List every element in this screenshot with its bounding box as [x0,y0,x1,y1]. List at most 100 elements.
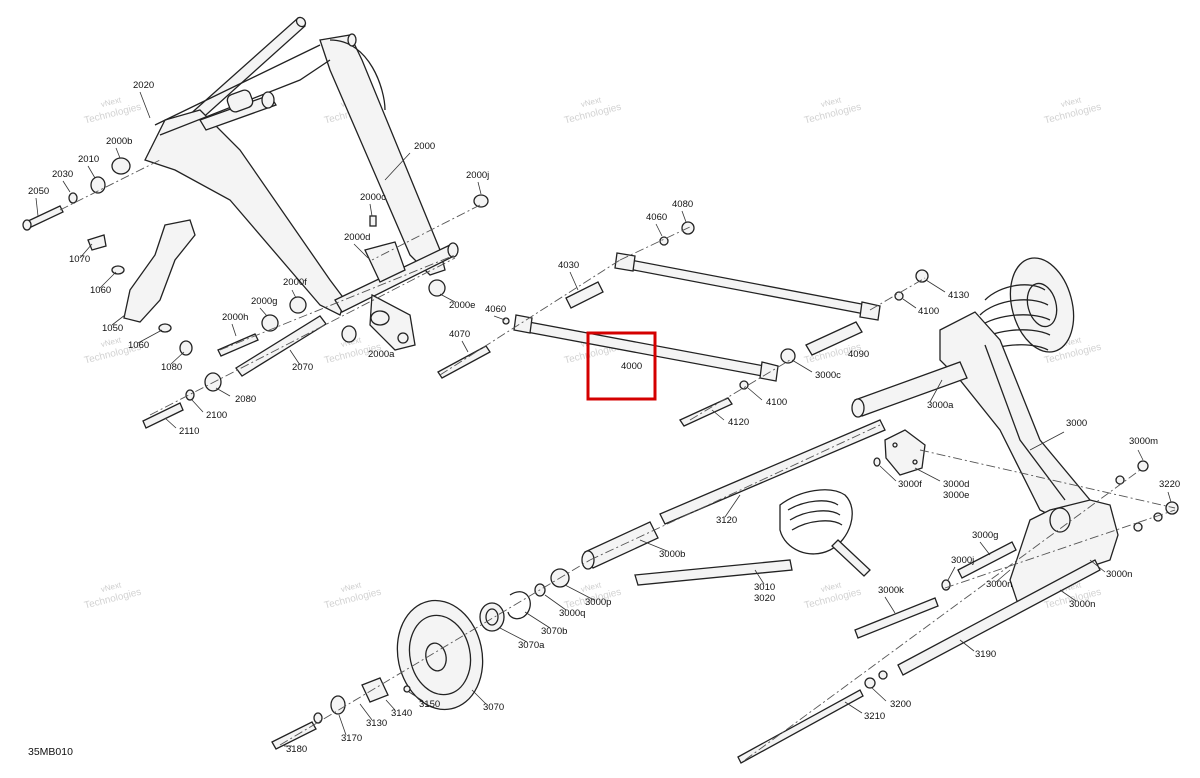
part-label-3000p[interactable]: 3000p [585,597,611,608]
part-label-3000f[interactable]: 3000f [898,479,922,490]
part-label-2050[interactable]: 2050 [28,186,49,197]
part-label-3200[interactable]: 3200 [890,699,911,710]
part-2000-arm-right [319,34,446,276]
part-1050-bracket [123,219,196,323]
part-label-2030[interactable]: 2030 [52,169,73,180]
part-3070b-circlip [507,591,531,620]
idler-wheel-assembly [271,568,570,750]
part-3010-spring [779,489,853,555]
part-3190-shaft [897,559,1101,676]
part-label-2100[interactable]: 2100 [206,410,227,421]
part-label-3000e[interactable]: 3000e [943,490,969,501]
part-3000d-bracket [884,429,926,476]
part-2000-arm-left [144,109,346,316]
part-label-3190[interactable]: 3190 [975,649,996,660]
part-label-2020[interactable]: 2020 [133,80,154,91]
part-label-1050[interactable]: 1050 [102,323,123,334]
part-label-2000a[interactable]: 2000a [368,349,395,360]
highlight-box-4000 [586,331,657,401]
part-label-2000d[interactable]: 2000d [344,232,370,243]
part-label-1060[interactable]: 1060 [90,285,111,296]
part-label-3000[interactable]: 3000 [1066,418,1087,429]
part-label-4080[interactable]: 4080 [672,199,693,210]
part-label-4070[interactable]: 4070 [449,329,470,340]
part-label-3000k[interactable]: 3000k [878,585,904,596]
part-label-3000b[interactable]: 3000b [659,549,685,560]
part-label-1080[interactable]: 1080 [161,362,182,373]
part-label-2000g[interactable]: 2000g [251,296,277,307]
part-label-3000a[interactable]: 3000a [927,400,954,411]
wheel-upper [1009,257,1075,353]
part-2000a-bracket [369,293,416,351]
part-label-3210[interactable]: 3210 [864,711,885,722]
part-label-3000q[interactable]: 3000q [559,608,585,619]
part-label-3000g[interactable]: 3000g [972,530,998,541]
part-label-3010[interactable]: 3010 [754,582,775,593]
part-label-3000j[interactable]: 3000j [951,555,974,566]
centerlines [59,159,1176,761]
part-label-2000f[interactable]: 2000f [283,277,307,288]
part-label-3000n[interactable]: 3000n [1106,569,1132,580]
part-label-4090[interactable]: 4090 [848,349,869,360]
diagram-code: 35MB010 [28,746,73,758]
leader-lines [35,91,1172,747]
part-2000j-nut [473,194,489,208]
part-label-3000n[interactable]: 3000n [986,579,1012,590]
part-label-1070[interactable]: 1070 [69,254,90,265]
part-3070a-bearing [479,602,505,632]
part-2000e-bushing [428,279,446,297]
part-label-3180[interactable]: 3180 [286,744,307,755]
part-label-4120[interactable]: 4120 [728,417,749,428]
part-label-3000c[interactable]: 3000c [815,370,841,381]
part-2070-shaft [235,315,327,377]
part-4000-link [515,319,776,379]
part-3180-bolt [271,721,317,750]
front-arm-assembly [22,16,489,429]
part-label-4000[interactable]: 4000 [621,361,642,372]
link-assembly [437,221,929,427]
part-label-4100[interactable]: 4100 [918,306,939,317]
part-label-2000e[interactable]: 2000e [449,300,475,311]
part-label-3130[interactable]: 3130 [366,718,387,729]
part-label-3000n[interactable]: 3000n [1069,599,1095,610]
part-2000c [369,215,377,227]
part-label-2000j[interactable]: 2000j [466,170,489,181]
part-label-3170[interactable]: 3170 [341,733,362,744]
part-label-1060[interactable]: 1060 [128,340,149,351]
part-label-2070[interactable]: 2070 [292,362,313,373]
part-label-3070b[interactable]: 3070b [541,626,567,637]
part-label-2000[interactable]: 2000 [414,141,435,152]
part-label-3070a[interactable]: 3070a [518,640,545,651]
part-label-4130[interactable]: 4130 [948,290,969,301]
part-2000b-bushing [111,157,131,175]
part-label-2110[interactable]: 2110 [179,426,199,437]
part-label-4100[interactable]: 4100 [766,397,787,408]
part-label-2000c[interactable]: 2000c [360,192,386,203]
part-label-3070[interactable]: 3070 [483,702,504,713]
part-label-2000h[interactable]: 2000h [222,312,248,323]
part-label-2010[interactable]: 2010 [78,154,99,165]
part-label-3140[interactable]: 3140 [391,708,412,719]
part-label-3120[interactable]: 3120 [716,515,737,526]
part-3210-bolt [737,689,864,764]
part-label-4060[interactable]: 4060 [485,304,506,315]
part-label-3220[interactable]: 3220 [1159,479,1180,490]
part-label-4060[interactable]: 4060 [646,212,667,223]
part-upper-link [617,257,873,316]
part-label-3020[interactable]: 3020 [754,593,775,604]
part-label-3000d[interactable]: 3000d [943,479,969,490]
part-label-2000b[interactable]: 2000b [106,136,132,147]
rear-arm-assembly [581,257,1179,764]
part-label-3000m[interactable]: 3000m [1129,436,1158,447]
part-label-2080[interactable]: 2080 [235,394,256,405]
part-label-4030[interactable]: 4030 [558,260,579,271]
part-label-3150[interactable]: 3150 [419,699,440,710]
